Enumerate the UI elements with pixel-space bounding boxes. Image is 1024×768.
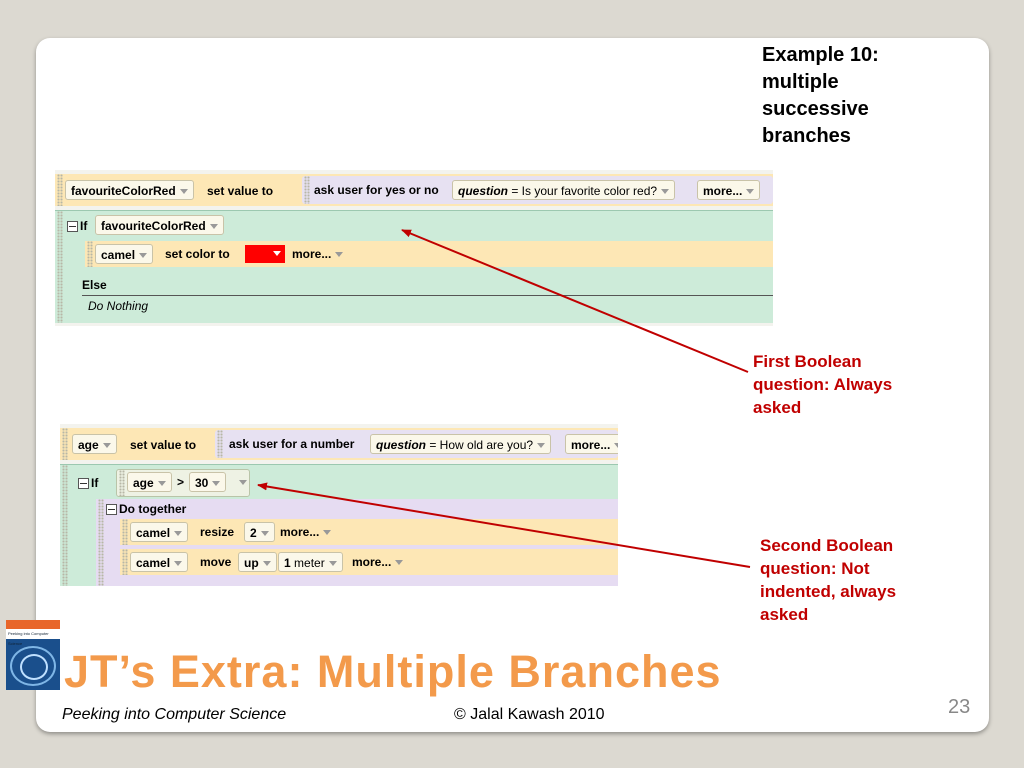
example-title: Example 10: multiple successive branches (762, 44, 879, 147)
code-panel-1: favouriteColorRed set value to ask user … (55, 170, 773, 326)
footer-copyright: © Jalal Kawash 2010 (454, 706, 605, 723)
camel-chip[interactable]: camel (130, 522, 189, 542)
if-block-1: If favouriteColorRed camel set color to … (55, 210, 773, 323)
var-chip[interactable]: favouriteColorRed (65, 180, 194, 200)
collapse-icon[interactable] (78, 478, 89, 490)
do-together-block: Do together camel resize 2 more... camel… (96, 499, 618, 586)
move-amount-chip[interactable]: 1 meter (278, 552, 343, 572)
if-condition[interactable]: age > 30 (116, 469, 250, 497)
question-chip[interactable]: question = How old are you? (370, 434, 552, 454)
resize-value-chip[interactable]: 2 (244, 522, 275, 542)
annotation-second: Second Boolean question: Not indented, a… (760, 536, 897, 624)
dropdown-icon[interactable] (174, 561, 183, 567)
camel-chip[interactable]: camel (95, 244, 154, 264)
dropdown-icon[interactable] (537, 443, 546, 449)
dropdown-icon[interactable] (395, 560, 404, 566)
dropdown-icon[interactable] (273, 251, 281, 256)
more-button[interactable]: more... (697, 180, 761, 200)
more-button[interactable]: more... (352, 552, 404, 572)
set-color-label: set color to (165, 247, 230, 261)
var-chip[interactable]: age (72, 434, 117, 454)
assignment-row-1: favouriteColorRed set value to ask user … (55, 174, 773, 206)
move-dir-chip[interactable]: up (238, 552, 277, 572)
footer-course: Peeking into Computer Science (62, 706, 287, 723)
dropdown-icon[interactable] (323, 530, 332, 536)
page-number: 23 (948, 696, 971, 718)
move-label: move (200, 555, 232, 569)
more-button[interactable]: more... (280, 522, 332, 542)
resize-label: resize (200, 525, 235, 539)
ask-label: ask user for a number (229, 437, 355, 451)
if-label: If (67, 216, 87, 236)
dropdown-icon[interactable] (260, 531, 269, 537)
dropdown-icon[interactable] (212, 481, 221, 487)
do-nothing[interactable]: Do Nothing (88, 299, 149, 313)
dropdown-icon[interactable] (328, 561, 337, 567)
camel-chip[interactable]: camel (130, 552, 189, 572)
dropdown-icon[interactable] (139, 253, 148, 259)
dropdown-icon[interactable] (335, 252, 344, 258)
if-block-2: If age > 30 Do together camel resize 2 m… (60, 464, 618, 586)
dropdown-icon[interactable] (614, 443, 618, 449)
dropdown-icon[interactable] (262, 561, 271, 567)
code-panel-2: age set value to ask user for a number q… (60, 424, 618, 586)
dropdown-icon[interactable] (209, 224, 218, 230)
set-value-label: set value to (207, 184, 274, 198)
resize-row: camel resize 2 more... (120, 519, 618, 545)
slide (36, 38, 989, 732)
do-together-label: Do together (106, 499, 186, 519)
annotation-first: First Boolean question: Always asked (753, 352, 893, 417)
collapse-icon[interactable] (67, 221, 78, 233)
question-chip[interactable]: question = Is your favorite color red? (452, 180, 676, 200)
dropdown-icon[interactable] (239, 480, 247, 485)
set-color-row: camel set color to more... (85, 241, 773, 267)
cond-value-chip[interactable]: 30 (189, 472, 227, 492)
ask-label: ask user for yes or no (314, 183, 439, 197)
dropdown-icon[interactable] (157, 481, 166, 487)
if-label: If (78, 473, 98, 493)
more-button[interactable]: more... (565, 434, 618, 454)
dropdown-icon[interactable] (661, 189, 670, 195)
dropdown-icon[interactable] (174, 531, 183, 537)
move-row: camel move up 1 meter more... (120, 549, 618, 575)
more-button[interactable]: more... (292, 244, 344, 264)
set-value-label: set value to (130, 438, 197, 452)
if-condition-chip[interactable]: favouriteColorRed (95, 215, 224, 235)
ask-block[interactable]: ask user for a number question = How old… (215, 430, 618, 458)
else-label: Else (82, 278, 107, 292)
ask-block[interactable]: ask user for yes or no question = Is you… (302, 176, 773, 204)
dropdown-icon[interactable] (746, 189, 755, 195)
color-swatch[interactable] (245, 245, 285, 263)
cond-var-chip[interactable]: age (127, 472, 172, 492)
assignment-row-2: age set value to ask user for a number q… (60, 428, 618, 460)
dropdown-icon[interactable] (179, 189, 188, 195)
dropdown-icon[interactable] (102, 443, 111, 449)
book-cover-thumbnail: Peeking into Computer Science (6, 620, 60, 690)
cond-operator[interactable]: > (177, 475, 185, 489)
collapse-icon[interactable] (106, 504, 117, 516)
slide-title: JT’s Extra: Multiple Branches (64, 646, 722, 697)
